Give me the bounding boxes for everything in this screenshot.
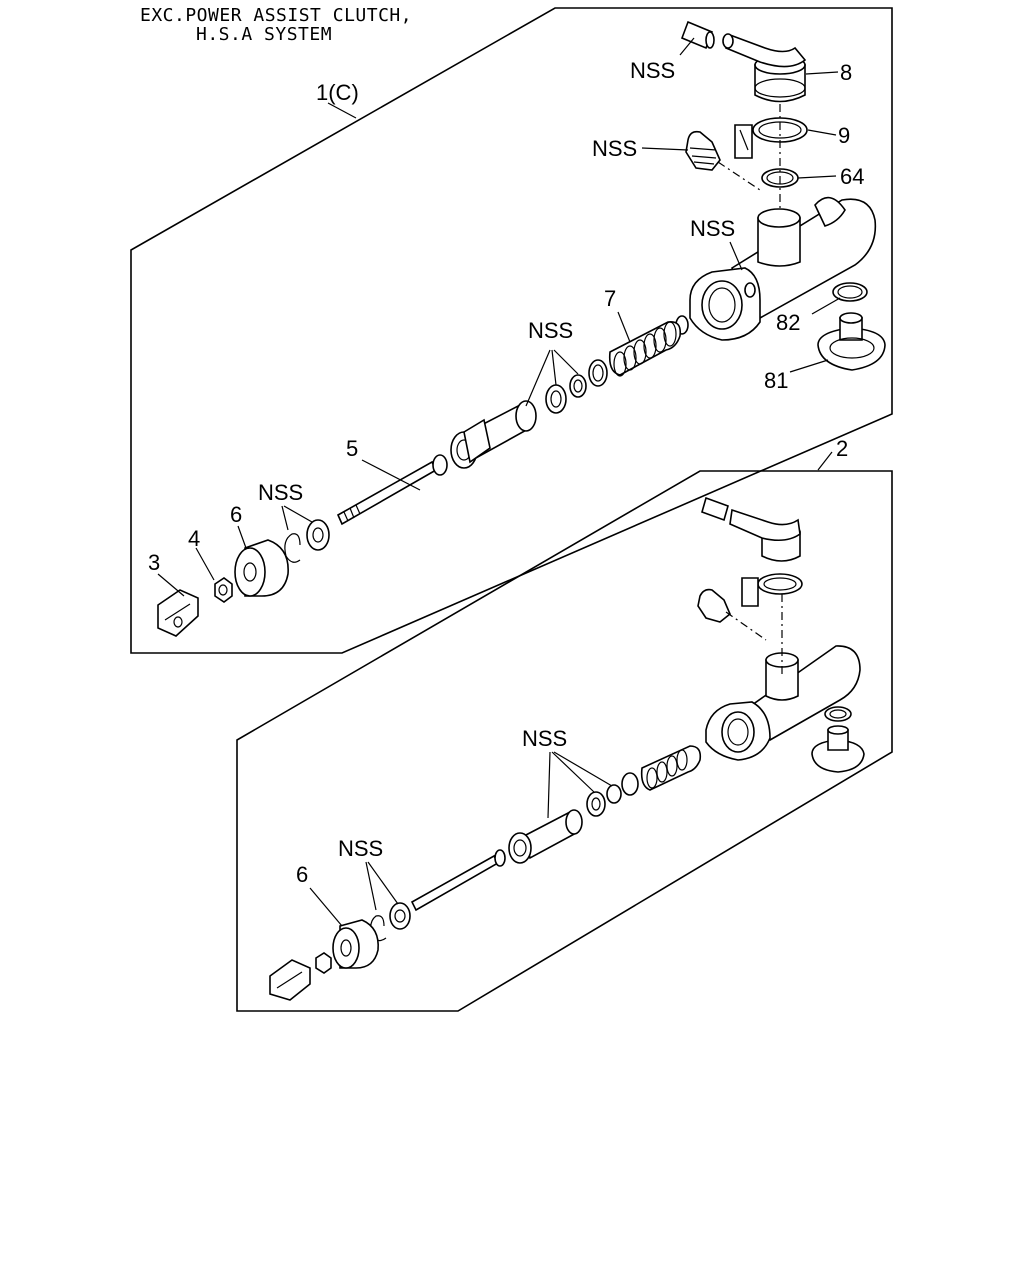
assembly-1-frame bbox=[130, 7, 893, 654]
label-part-4: 4 bbox=[188, 526, 200, 551]
label-assembly-1: 1(C) bbox=[316, 80, 359, 105]
label-nss-middle: NSS bbox=[592, 136, 637, 161]
nss-washer-2-inner bbox=[394, 909, 406, 923]
label-nss-washer-1: NSS bbox=[258, 480, 303, 505]
nss-seal-a bbox=[588, 359, 608, 387]
nss-seal-2a bbox=[621, 772, 639, 796]
nss-seal-b-inner bbox=[573, 379, 583, 393]
label-nss-washer-2: NSS bbox=[338, 836, 383, 861]
label-part-8: 8 bbox=[840, 60, 852, 85]
label-part-7: 7 bbox=[604, 286, 616, 311]
assembly-axis-1b bbox=[717, 161, 761, 191]
reservoir-cap-8 bbox=[722, 33, 807, 103]
label-part-81: 81 bbox=[764, 368, 788, 393]
push-rod-2 bbox=[410, 849, 506, 912]
nss-washer-1 bbox=[306, 519, 330, 551]
label-part-64: 64 bbox=[840, 164, 864, 189]
label-nss-top: NSS bbox=[630, 58, 675, 83]
ring-82-inner bbox=[837, 285, 863, 299]
nss-washer-2 bbox=[389, 902, 411, 930]
nss-seal-c-inner bbox=[550, 390, 562, 408]
assembly-2-leader bbox=[817, 451, 833, 471]
clamp-9 bbox=[734, 117, 808, 159]
piston-2 bbox=[508, 809, 583, 864]
nss-fitting-top bbox=[680, 20, 715, 50]
bleed-cap-2 bbox=[811, 725, 865, 773]
label-assembly-2: 2 bbox=[836, 436, 848, 461]
label-part-6-lower: 6 bbox=[296, 862, 308, 887]
fitting-2 bbox=[697, 588, 731, 623]
header-line-2: H.S.A SYSTEM bbox=[196, 24, 333, 45]
label-part-9: 9 bbox=[838, 123, 850, 148]
label-nss-seals-1: NSS bbox=[528, 318, 573, 343]
label-part-82: 82 bbox=[776, 310, 800, 335]
assembly-axis-2b bbox=[725, 611, 767, 641]
clamp-2-tab bbox=[741, 577, 759, 607]
cylinder-body-1 bbox=[675, 196, 877, 341]
bleed-cap-81 bbox=[817, 312, 886, 371]
nss-seal-a-inner bbox=[592, 364, 604, 382]
assembly-2-frame bbox=[236, 470, 893, 1012]
header-line-1: EXC.POWER ASSIST CLUTCH, bbox=[140, 5, 413, 26]
nut-4 bbox=[214, 577, 233, 603]
nss-seal-2c bbox=[586, 791, 606, 817]
reservoir-cap-2 bbox=[701, 496, 801, 562]
leader-lines bbox=[157, 37, 841, 927]
label-part-5: 5 bbox=[346, 436, 358, 461]
nss-washer-1-inner bbox=[312, 527, 324, 543]
nss-seal-2c-inner bbox=[591, 797, 601, 811]
snap-ring-1 bbox=[284, 533, 301, 563]
boot-7 bbox=[608, 320, 682, 377]
label-part-3: 3 bbox=[148, 550, 160, 575]
dust-boot-6 bbox=[234, 539, 289, 597]
push-rod-5 bbox=[336, 454, 448, 526]
label-nss-seals-2: NSS bbox=[522, 726, 567, 751]
clevis-3 bbox=[157, 589, 199, 637]
dust-boot-2 bbox=[332, 919, 379, 969]
clamp-2-inner bbox=[763, 577, 797, 591]
label-nss-body: NSS bbox=[690, 216, 735, 241]
nut-2 bbox=[315, 952, 332, 974]
boot-2 bbox=[640, 745, 702, 791]
ring-2 bbox=[824, 706, 852, 722]
nss-fitting-middle bbox=[685, 130, 721, 171]
nss-seal-c bbox=[545, 384, 567, 414]
diagram-header: EXC.POWER ASSIST CLUTCH, H.S.A SYSTEM bbox=[140, 6, 412, 44]
label-part-6: 6 bbox=[230, 502, 242, 527]
piston-1 bbox=[450, 400, 537, 469]
assembly-1-leader bbox=[327, 102, 357, 119]
nss-seal-2b bbox=[606, 784, 622, 804]
nss-seal-b bbox=[569, 374, 587, 398]
ring-2-inner bbox=[829, 709, 847, 719]
clevis-2 bbox=[269, 959, 311, 1001]
cylinder-body-2 bbox=[705, 645, 861, 761]
